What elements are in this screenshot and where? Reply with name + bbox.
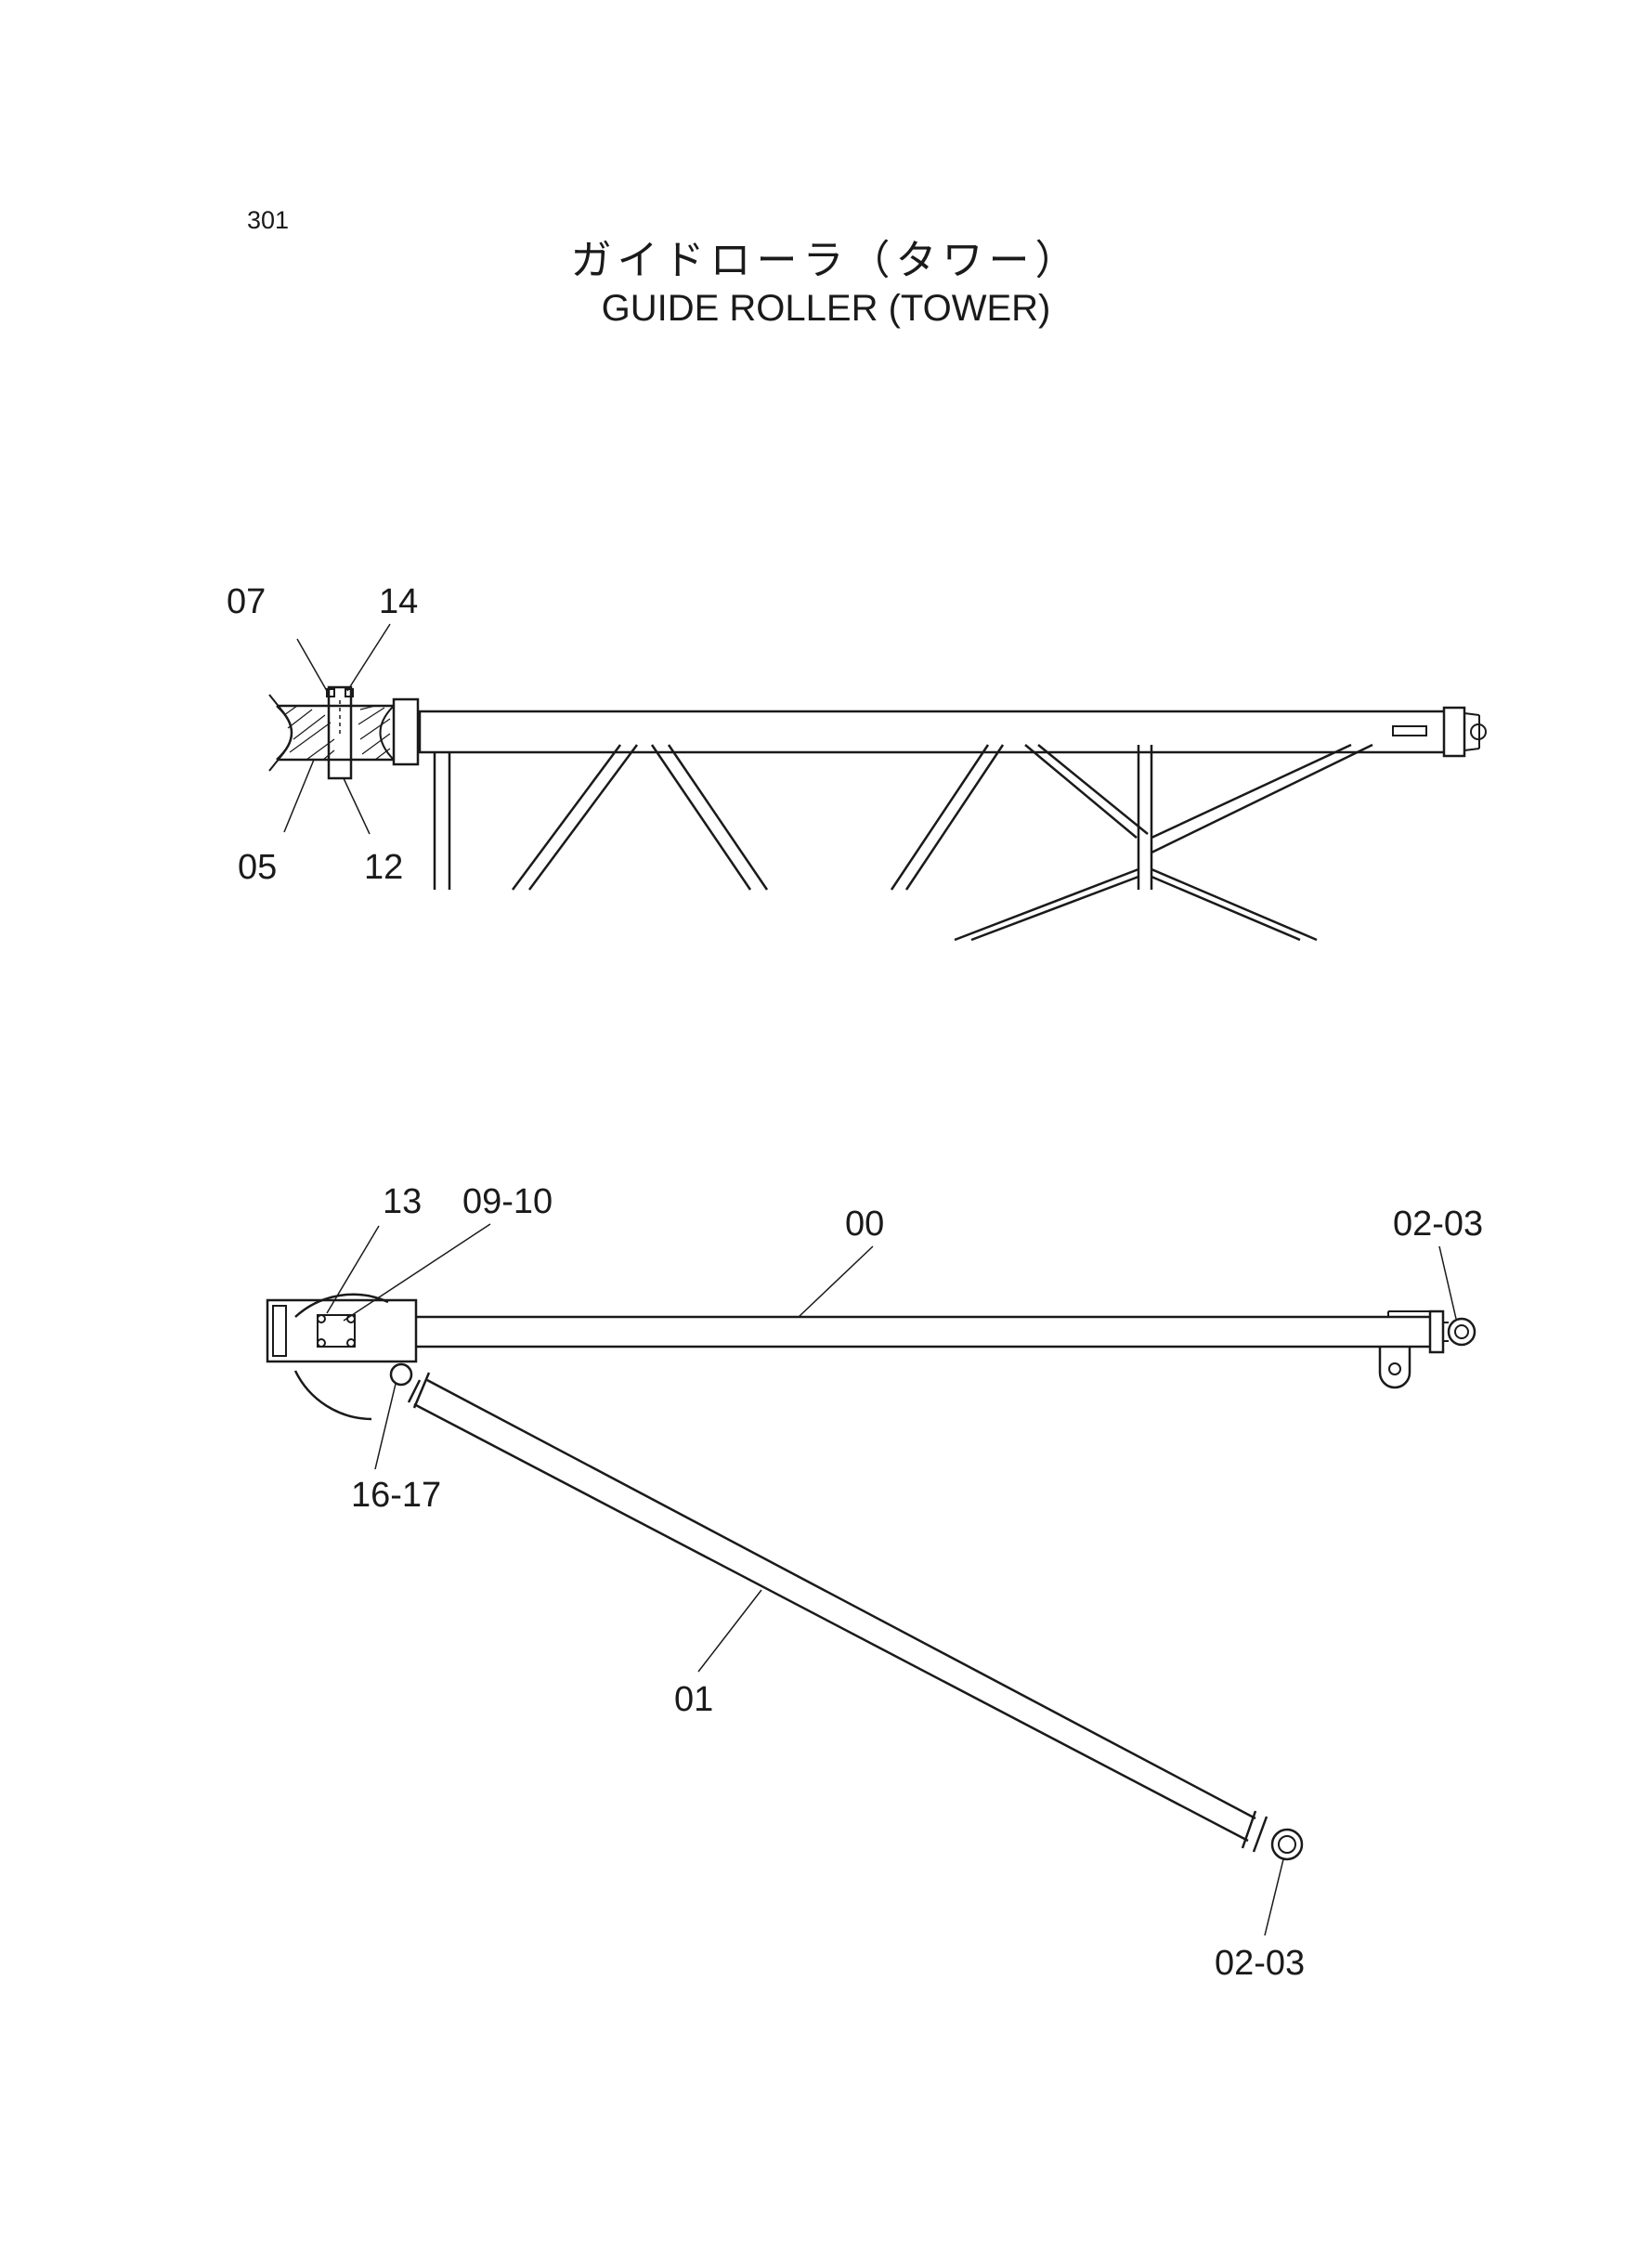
callout-02-03-top: 02-03 [1393, 1205, 1483, 1244]
strut-01 [407, 1372, 1304, 1861]
callout-09-10: 09-10 [462, 1182, 553, 1221]
callout-00: 00 [845, 1205, 884, 1244]
page-number: 301 [247, 206, 290, 234]
leader-01 [697, 1589, 762, 1673]
top-view: 13 09-10 00 02-03 16-17 01 02-03 [266, 1182, 1483, 1983]
boom-00 [416, 1309, 1476, 1389]
leader-07 [296, 638, 328, 692]
callout-13: 13 [383, 1182, 422, 1221]
leader-13 [326, 1225, 380, 1314]
leader-12 [343, 777, 371, 835]
head-block [266, 1298, 418, 1387]
callout-12: 12 [364, 848, 403, 887]
leader-16-17 [374, 1383, 397, 1470]
title-english: GUIDE ROLLER (TOWER) [601, 288, 1051, 329]
callout-07: 07 [227, 582, 266, 621]
callout-01: 01 [674, 1680, 713, 1719]
leader-09-10 [343, 1223, 491, 1322]
side-roller [268, 685, 420, 780]
callout-16-17: 16-17 [351, 1476, 441, 1515]
leader-14 [346, 623, 391, 692]
leader-05 [283, 759, 315, 833]
leader-00 [798, 1245, 874, 1318]
roller-disc-lower [293, 1370, 372, 1421]
title-japanese: ガイドローラ（タワー） [570, 237, 1082, 284]
side-lattice [433, 743, 1373, 942]
leader-02-03-bottom [1264, 1858, 1284, 1936]
side-view: 07 14 05 12 [227, 582, 1487, 942]
callout-05: 05 [238, 848, 277, 887]
side-boom [418, 706, 1487, 758]
callout-02-03-bottom: 02-03 [1215, 1944, 1305, 1983]
roller-disc [294, 1293, 389, 1318]
leader-02-03-top [1438, 1245, 1457, 1320]
callout-14: 14 [379, 582, 418, 621]
